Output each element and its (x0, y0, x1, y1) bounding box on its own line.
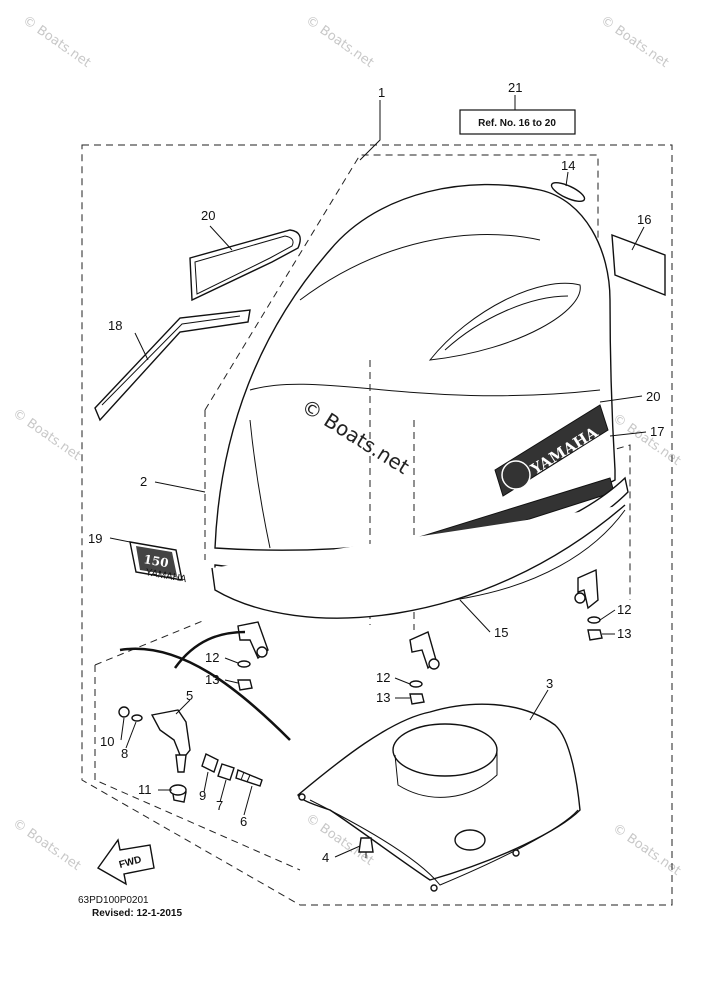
washer-8 (131, 714, 143, 722)
washer-12-right (587, 616, 601, 624)
callout-20-upper: 20 (201, 208, 215, 223)
bottom-sub-frame (94, 619, 301, 871)
callout-13-right: 13 (617, 626, 631, 641)
callout-2: 2 (140, 474, 147, 489)
washer-12-center (409, 680, 423, 688)
reference-label: Ref. No. 16 to 20 (478, 118, 556, 129)
callout-1: 1 (378, 85, 385, 100)
latch-left (237, 621, 269, 691)
callout-13-left: 13 (205, 672, 219, 687)
bolt-4 (358, 837, 374, 858)
callout-10: 10 (100, 734, 114, 749)
part-number-code: 63PD100P0201 (78, 895, 149, 906)
latch-right (574, 568, 603, 641)
callout-4: 4 (322, 850, 329, 865)
nut-13-right (587, 629, 603, 641)
callouts: 1 2 3 4 5 6 7 8 9 10 11 12 12 12 13 13 1… (88, 80, 664, 865)
callout-18: 18 (108, 318, 122, 333)
bottom-cover-3 (297, 703, 581, 892)
hook-assembly-5 (118, 706, 263, 803)
cowling-sub-frame (204, 154, 599, 411)
washer-12-left (237, 660, 251, 668)
callout-19: 19 (88, 531, 102, 546)
callout-12-center: 12 (376, 670, 390, 685)
callout-3: 3 (546, 676, 553, 691)
latch-wire (119, 630, 291, 741)
watermark-bottom-left: © Boats.net (10, 816, 84, 874)
badge-19: 150 YAMAHA (129, 541, 188, 585)
callout-12-right: 12 (617, 602, 631, 617)
callout-5: 5 (186, 688, 193, 703)
callout-12-left: 12 (205, 650, 219, 665)
callout-11: 11 (138, 782, 152, 797)
decal-14 (550, 181, 586, 203)
collar-9 (201, 753, 219, 773)
callout-6: 6 (240, 814, 247, 829)
callout-14: 14 (561, 158, 575, 173)
watermark-top-center: © Boats.net (303, 13, 377, 71)
badge-brand: YAMAHA (144, 567, 187, 585)
nut-13-center (409, 693, 425, 705)
leader-lines (109, 100, 647, 858)
callout-9: 9 (199, 788, 206, 803)
callout-20-side: 20 (646, 389, 660, 404)
callout-7: 7 (216, 798, 223, 813)
callout-21: 21 (508, 80, 522, 95)
cowling-bottom-rim-15 (211, 476, 629, 619)
nut-10 (118, 706, 130, 718)
latch-center (409, 631, 440, 705)
callout-15: 15 (494, 625, 508, 640)
watermark-top-left: © Boats.net (20, 13, 94, 71)
collar-7 (217, 763, 235, 781)
revision-date: Revised: 12-1-2015 (92, 908, 182, 919)
callout-8: 8 (121, 746, 128, 761)
callout-17: 17 (650, 424, 664, 439)
watermark-top-right: © Boats.net (598, 13, 672, 71)
forward-arrow-icon: FWD (96, 838, 155, 886)
decal-16 (611, 233, 666, 297)
watermark-mid-left: © Boats.net (10, 406, 84, 464)
badge-number: 150 (142, 552, 169, 570)
decal-20-upper (189, 229, 301, 302)
nut-13-left (237, 679, 253, 691)
reference-box: Ref. No. 16 to 20 (459, 95, 576, 135)
callout-13-center: 13 (376, 690, 390, 705)
decal-18 (94, 309, 251, 422)
assembly-1-frame (81, 144, 673, 906)
callout-16: 16 (637, 212, 651, 227)
